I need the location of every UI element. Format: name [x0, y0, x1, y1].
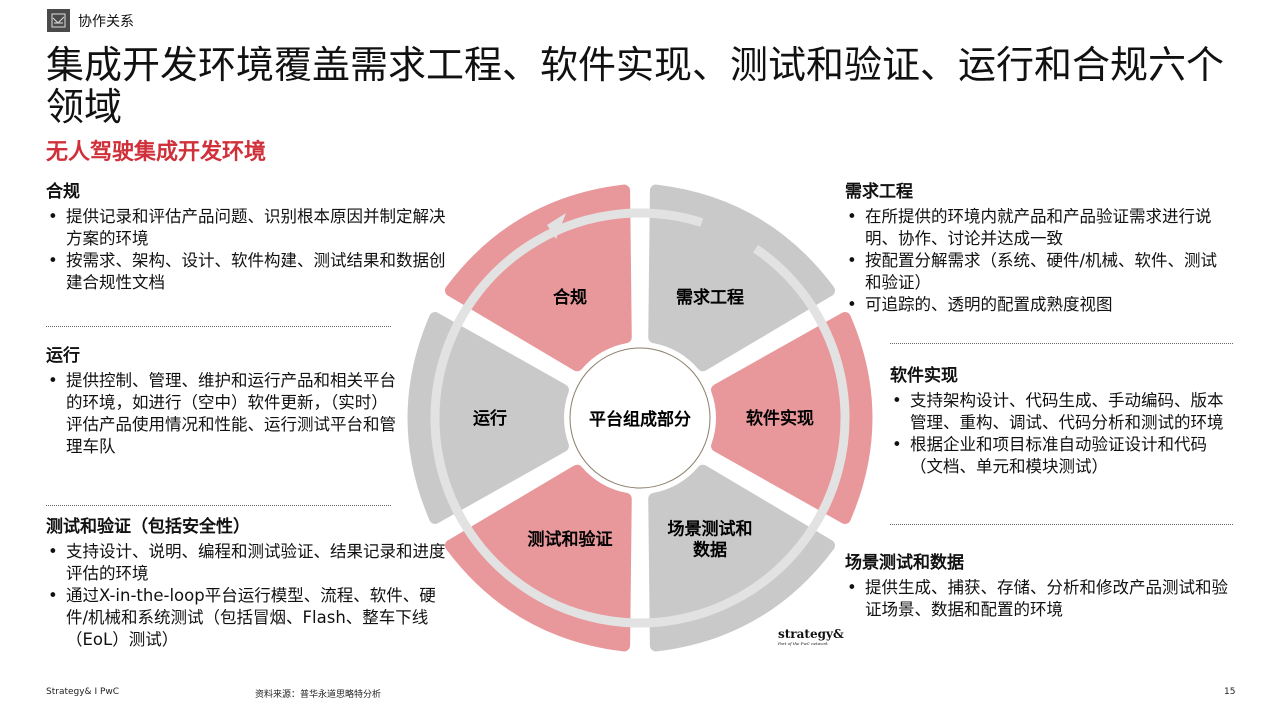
block-title: 测试和验证（包括安全性） [46, 517, 250, 537]
block-title: 需求工程 [845, 182, 913, 202]
breadcrumb: 协作关系 [47, 9, 134, 32]
center-circle [569, 347, 711, 489]
block-title: 场景测试和数据 [845, 553, 964, 573]
bullet-item: 提供记录和评估产品问题、识别根本原因并制定解决方案的环境 [46, 206, 446, 250]
petal-4 [444, 464, 632, 652]
bullet-list: 支持架构设计、代码生成、手动编码、版本管理、重构、调试、代码分析和测试的环境根据… [890, 390, 1230, 478]
divider [890, 524, 1233, 525]
center-label: 平台组成部分 [589, 409, 691, 430]
description-block: 需求工程在所提供的环境内就产品和产品验证需求进行说明、协作、讨论并达成一致按配置… [845, 181, 1230, 316]
bullet-item: 按配置分解需求（系统、硬件/机械、软件、测试和验证） [845, 250, 1230, 294]
bullet-item: 在所提供的环境内就产品和产品验证需求进行说明、协作、讨论并达成一致 [845, 206, 1230, 250]
logo-tagline: Part of the PwC network [778, 641, 828, 646]
petal-3 [648, 464, 836, 652]
divider [46, 505, 391, 506]
block-title: 合规 [46, 182, 80, 202]
divider [890, 343, 1233, 344]
logo-name: strategy& [778, 627, 844, 641]
bullet-list: 提供生成、捕获、存储、分析和修改产品测试和验证场景、数据和配置的环境 [845, 577, 1230, 621]
description-block: 运行提供控制、管理、维护和运行产品和相关平台的环境，如进行（空中）软件更新，（实… [46, 345, 396, 458]
bullet-item: 支持设计、说明、编程和测试验证、结果记录和进度评估的环境 [46, 541, 446, 585]
block-title: 软件实现 [890, 366, 958, 386]
page-subtitle: 无人驾驶集成开发环境 [46, 140, 267, 165]
bullet-item: 支持架构设计、代码生成、手动编码、版本管理、重构、调试、代码分析和测试的环境 [890, 390, 1230, 434]
petal-label: 软件实现 [746, 408, 814, 429]
petal-2 [711, 312, 873, 524]
petal-label: 场景测试和 [668, 519, 753, 540]
petal-1 [648, 184, 836, 372]
petal-label: 运行 [473, 408, 507, 429]
bullet-item: 通过X-in-the-loop平台运行模型、流程、软件、硬件/机械和系统测试（包… [46, 585, 446, 651]
handshake-icon [47, 9, 70, 32]
arrow-head-icon [547, 213, 566, 239]
petal-label: 数据 [693, 540, 727, 561]
petal-label: 合规 [553, 287, 587, 308]
page-title: 集成开发环境覆盖需求工程、软件实现、测试和验证、运行和合规六个领域 [46, 43, 1225, 129]
strategy-logo: strategy&Part of the PwC network [778, 627, 844, 646]
bullet-list: 提供控制、管理、维护和运行产品和相关平台的环境，如进行（空中）软件更新，（实时）… [46, 370, 396, 458]
description-block: 测试和验证（包括安全性） 支持设计、说明、编程和测试验证、结果记录和进度评估的环境… [46, 516, 446, 651]
bullet-item: 可追踪的、透明的配置成熟度视图 [845, 294, 1230, 316]
bullet-list: 提供记录和评估产品问题、识别根本原因并制定解决方案的环境按需求、架构、设计、软件… [46, 206, 446, 294]
description-block: 场景测试和数据提供生成、捕获、存储、分析和修改产品测试和验证场景、数据和配置的环… [845, 552, 1230, 621]
footer-source: 资料来源：普华永道思略特分析 [255, 690, 382, 700]
description-block: 合规提供记录和评估产品问题、识别根本原因并制定解决方案的环境按需求、架构、设计、… [46, 181, 446, 294]
cycle-ring [430, 208, 850, 628]
bullet-item: 根据企业和项目标准自动验证设计和代码（文档、单元和模块测试） [890, 434, 1230, 478]
bullet-item: 提供控制、管理、维护和运行产品和相关平台的环境，如进行（空中）软件更新，（实时）… [46, 370, 396, 458]
petal-label: 需求工程 [676, 287, 744, 308]
page-number: 15 [1224, 687, 1236, 697]
bullet-list: 在所提供的环境内就产品和产品验证需求进行说明、协作、讨论并达成一致按配置分解需求… [845, 206, 1230, 316]
petal-0 [444, 184, 632, 372]
petal-label: 测试和验证 [528, 529, 613, 550]
bullet-list: 支持设计、说明、编程和测试验证、结果记录和进度评估的环境通过X-in-the-l… [46, 541, 446, 651]
bullet-item: 提供生成、捕获、存储、分析和修改产品测试和验证场景、数据和配置的环境 [845, 577, 1230, 621]
description-block: 软件实现支持架构设计、代码生成、手动编码、版本管理、重构、调试、代码分析和测试的… [890, 365, 1230, 478]
breadcrumb-label: 协作关系 [78, 13, 134, 30]
petal-5 [407, 312, 569, 524]
bullet-item: 按需求、架构、设计、软件构建、测试结果和数据创建合规性文档 [46, 250, 446, 294]
block-title: 运行 [46, 346, 80, 366]
divider [46, 326, 391, 327]
footer-brand: Strategy& I PwC [46, 687, 120, 697]
